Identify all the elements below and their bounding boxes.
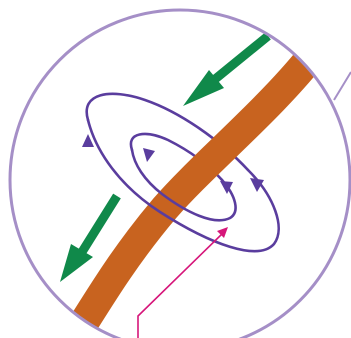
lens-connector <box>334 72 351 100</box>
